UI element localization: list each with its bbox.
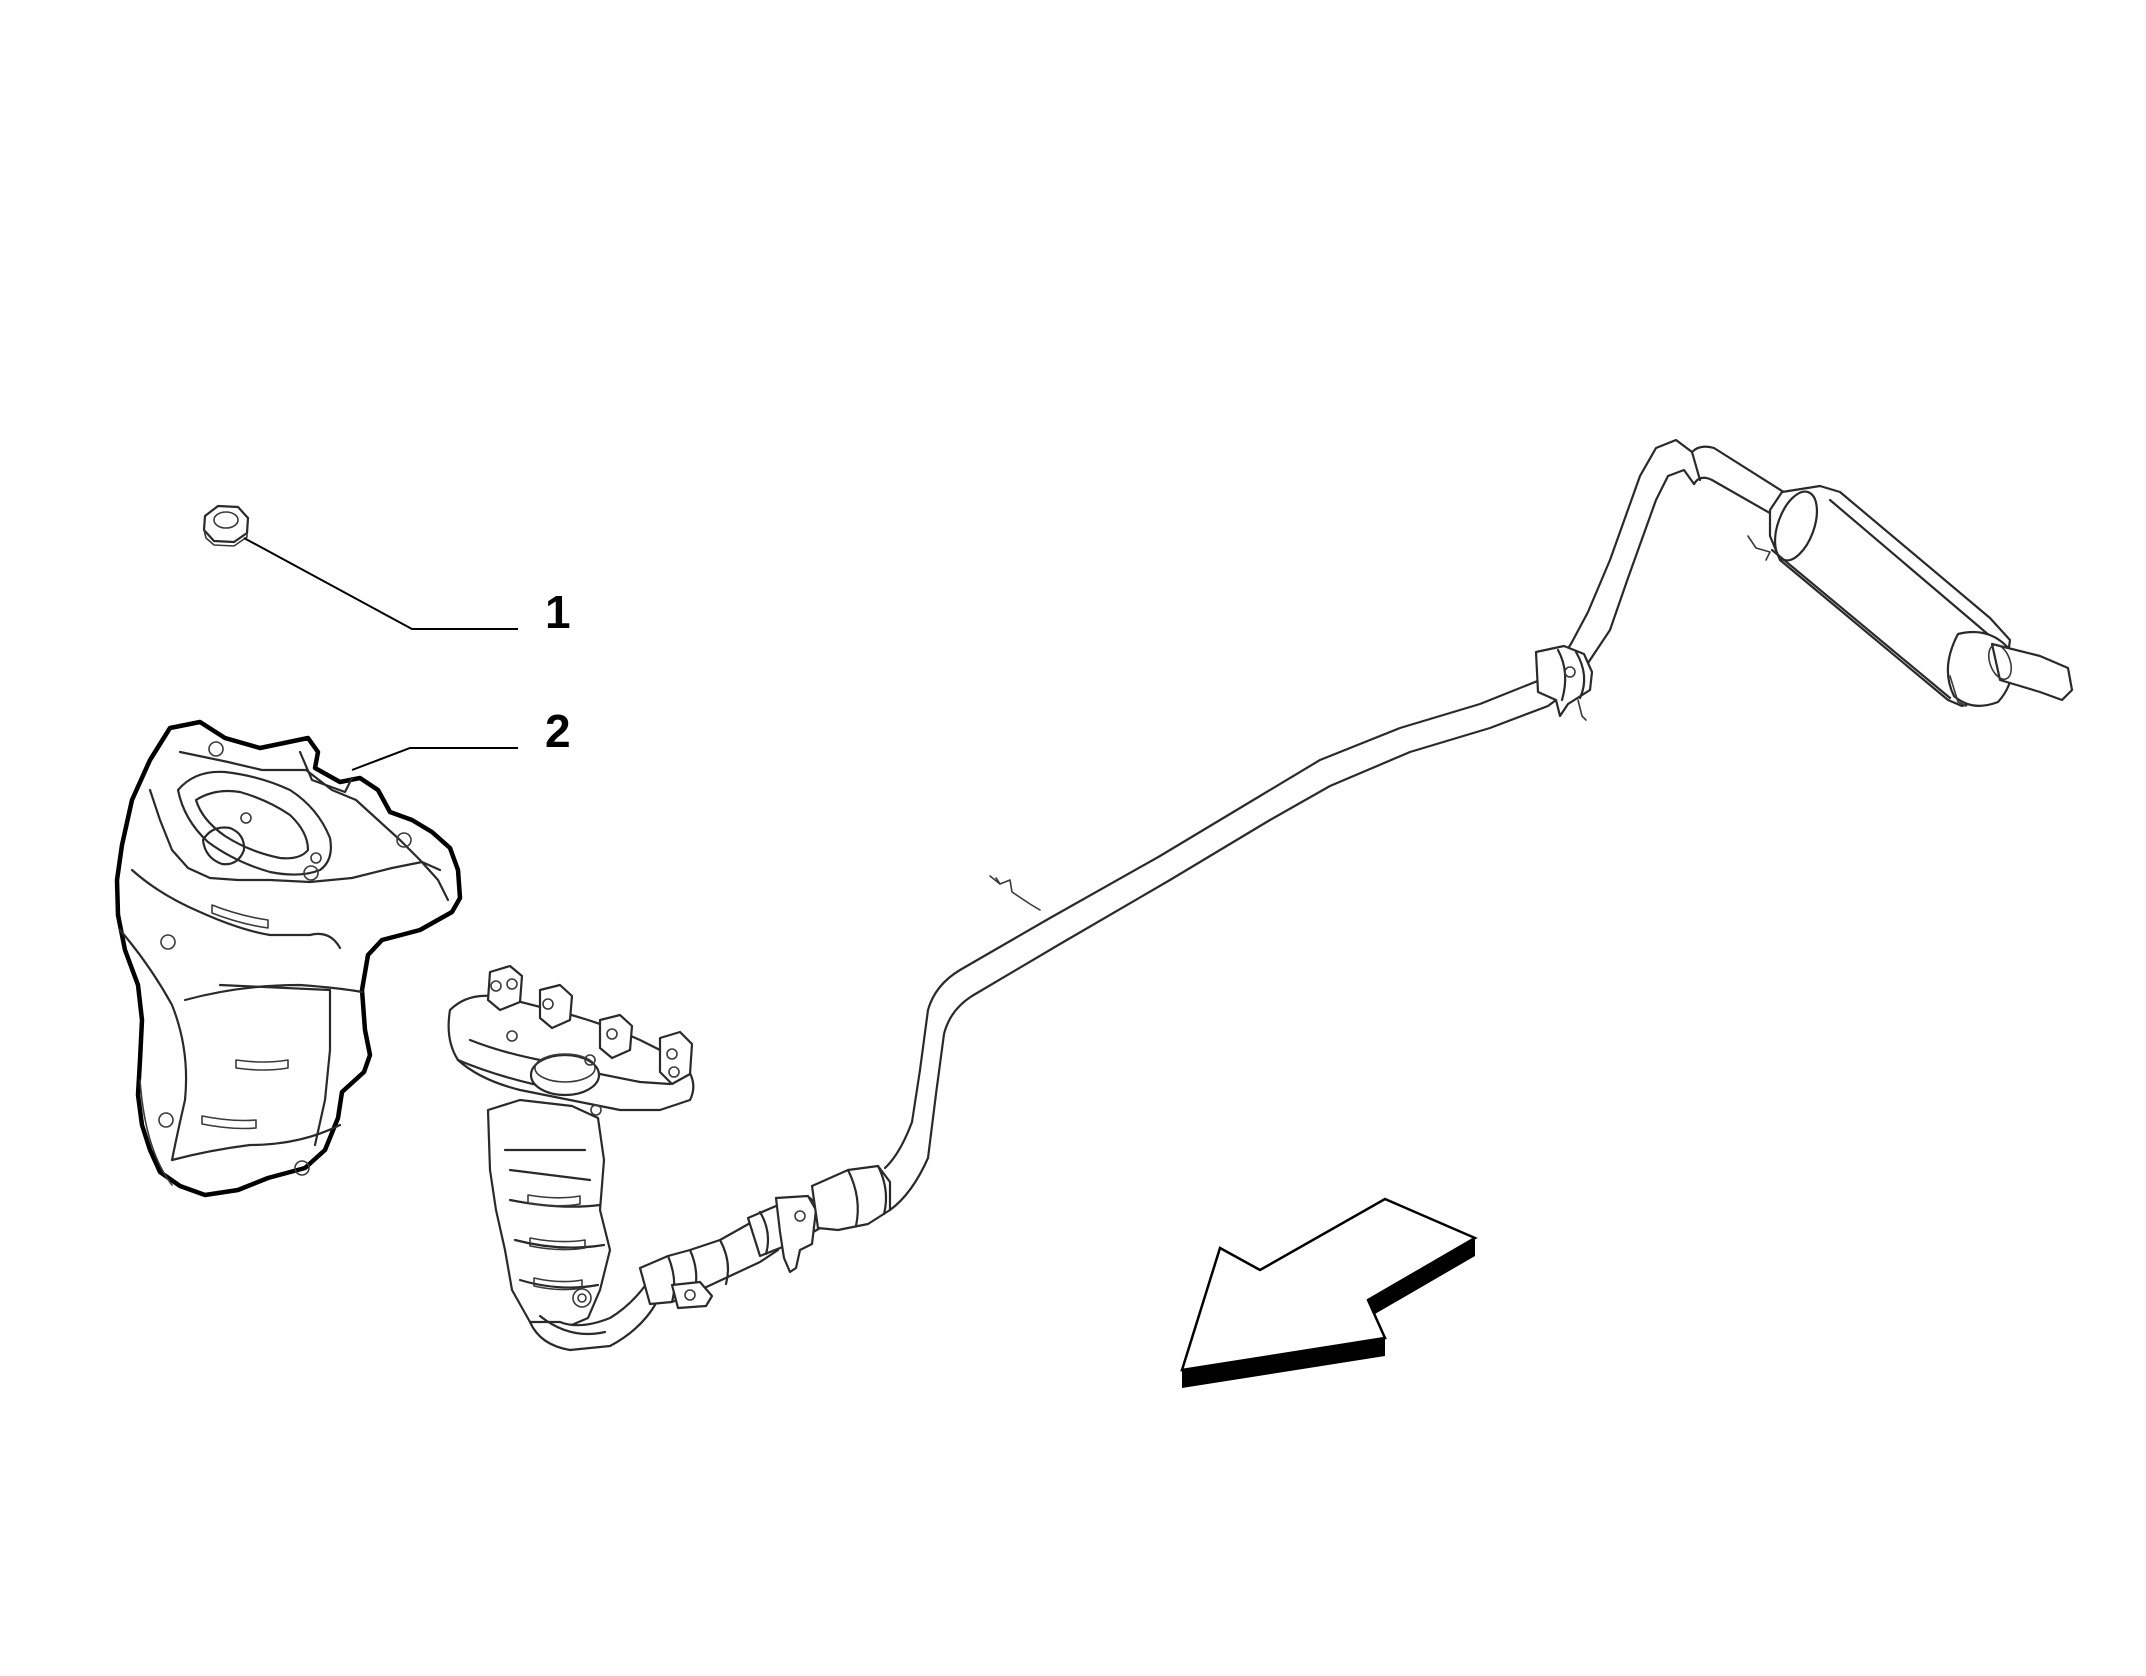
part-rear-muffler[interactable]: [1767, 484, 2074, 708]
part-heat-shield[interactable]: [114, 719, 463, 1198]
callout-number-2: 2: [545, 705, 571, 757]
part-intermediate-pipe[interactable]: [883, 438, 1702, 1212]
part-nut[interactable]: [202, 504, 250, 547]
part-pipe-clamp[interactable]: [1534, 644, 1594, 721]
vehicle-front-direction-arrow-icon: [1180, 1197, 1478, 1388]
callout-number-1: 1: [545, 586, 571, 638]
part-tail-pipe[interactable]: [1690, 445, 1792, 561]
part-exhaust-manifold-catalyst[interactable]: [447, 964, 695, 1352]
callout-1[interactable]: 1: [243, 537, 571, 638]
part-front-exhaust-pipe[interactable]: [638, 1164, 892, 1310]
callout-2[interactable]: 2: [351, 705, 571, 771]
